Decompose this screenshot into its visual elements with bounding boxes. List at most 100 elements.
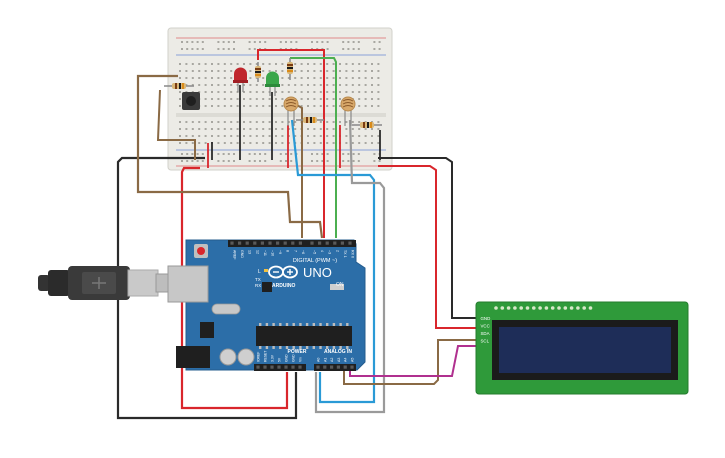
terminal-hole[interactable] <box>332 105 335 107</box>
terminal-hole[interactable] <box>179 63 181 65</box>
terminal-hole[interactable] <box>351 63 354 65</box>
led-green[interactable] <box>265 71 280 97</box>
rail-hole[interactable] <box>248 153 251 155</box>
digital-pin[interactable] <box>348 241 352 245</box>
rail-hole[interactable] <box>347 48 350 50</box>
terminal-hole[interactable] <box>249 70 252 72</box>
rail-hole[interactable] <box>227 153 230 155</box>
terminal-hole[interactable] <box>332 121 335 123</box>
terminal-hole[interactable] <box>358 77 361 79</box>
terminal-hole[interactable] <box>307 142 309 144</box>
terminal-hole[interactable] <box>179 98 181 100</box>
rail-hole[interactable] <box>181 153 183 155</box>
rail-hole[interactable] <box>233 153 235 155</box>
digital-pin[interactable] <box>318 241 322 245</box>
terminal-hole[interactable] <box>191 84 194 86</box>
rail-hole[interactable] <box>290 153 293 155</box>
digital-pin[interactable] <box>268 241 272 245</box>
rail-hole[interactable] <box>342 160 345 162</box>
terminal-hole[interactable] <box>332 70 335 72</box>
lcd-header-hole[interactable] <box>576 306 580 310</box>
terminal-hole[interactable] <box>364 84 367 86</box>
terminal-hole[interactable] <box>249 91 252 93</box>
terminal-hole[interactable] <box>371 77 373 79</box>
terminal-hole[interactable] <box>326 128 329 130</box>
terminal-hole[interactable] <box>185 84 188 86</box>
terminal-hole[interactable] <box>230 128 233 130</box>
lcd-header-hole[interactable] <box>506 306 511 310</box>
rail-hole[interactable] <box>352 48 355 50</box>
terminal-hole[interactable] <box>281 91 284 93</box>
terminal-hole[interactable] <box>326 142 329 144</box>
rail-hole[interactable] <box>248 41 251 43</box>
terminal-hole[interactable] <box>211 105 213 107</box>
terminal-hole[interactable] <box>268 135 271 137</box>
terminal-hole[interactable] <box>255 98 258 100</box>
lcd-header-hole[interactable] <box>557 306 561 310</box>
terminal-hole[interactable] <box>326 91 329 93</box>
rail-hole[interactable] <box>290 160 293 162</box>
rail-hole[interactable] <box>373 160 376 162</box>
rail-hole[interactable] <box>285 153 287 155</box>
power-pin[interactable] <box>277 365 281 369</box>
terminal-hole[interactable] <box>364 70 367 72</box>
terminal-hole[interactable] <box>191 135 194 137</box>
terminal-hole[interactable] <box>294 121 297 123</box>
terminal-hole[interactable] <box>326 84 329 86</box>
terminal-hole[interactable] <box>313 98 316 100</box>
terminal-hole[interactable] <box>204 135 207 137</box>
terminal-hole[interactable] <box>345 128 348 130</box>
terminal-hole[interactable] <box>236 98 239 100</box>
terminal-hole[interactable] <box>300 63 303 65</box>
terminal-hole[interactable] <box>243 84 245 86</box>
rail-hole[interactable] <box>342 153 345 155</box>
digital-pin[interactable] <box>245 241 249 245</box>
lcd-header-hole[interactable] <box>588 306 593 310</box>
terminal-hole[interactable] <box>230 63 233 65</box>
terminal-hole[interactable] <box>287 91 290 93</box>
rail-hole[interactable] <box>186 153 189 155</box>
terminal-hole[interactable] <box>275 121 277 123</box>
terminal-hole[interactable] <box>255 128 258 130</box>
terminal-hole[interactable] <box>236 105 239 107</box>
terminal-hole[interactable] <box>223 105 226 107</box>
terminal-hole[interactable] <box>185 121 188 123</box>
terminal-hole[interactable] <box>262 128 265 130</box>
terminal-hole[interactable] <box>345 70 348 72</box>
terminal-hole[interactable] <box>268 142 271 144</box>
power-pin[interactable] <box>291 365 295 369</box>
resistor-led-green[interactable] <box>287 58 293 80</box>
rail-hole[interactable] <box>253 41 256 43</box>
terminal-hole[interactable] <box>307 128 309 130</box>
rail-hole[interactable] <box>222 48 225 50</box>
terminal-hole[interactable] <box>217 91 220 93</box>
terminal-hole[interactable] <box>345 135 348 137</box>
terminal-hole[interactable] <box>179 91 181 93</box>
rail-hole[interactable] <box>227 160 230 162</box>
terminal-hole[interactable] <box>358 84 361 86</box>
rail-hole[interactable] <box>181 48 183 50</box>
terminal-hole[interactable] <box>377 84 380 86</box>
lcd-header-hole[interactable] <box>500 306 505 310</box>
terminal-hole[interactable] <box>204 121 207 123</box>
terminal-hole[interactable] <box>275 105 277 107</box>
terminal-hole[interactable] <box>230 142 233 144</box>
terminal-hole[interactable] <box>339 121 341 123</box>
terminal-hole[interactable] <box>371 84 373 86</box>
terminal-hole[interactable] <box>275 63 277 65</box>
terminal-hole[interactable] <box>204 105 207 107</box>
wire-magenta-lcd-scl[interactable] <box>349 345 480 377</box>
terminal-hole[interactable] <box>275 142 277 144</box>
terminal-hole[interactable] <box>198 77 201 79</box>
terminal-hole[interactable] <box>358 98 361 100</box>
rail-hole[interactable] <box>248 48 251 50</box>
terminal-hole[interactable] <box>377 63 380 65</box>
rail-hole[interactable] <box>311 160 313 162</box>
rail-hole[interactable] <box>196 153 199 155</box>
terminal-hole[interactable] <box>351 121 354 123</box>
terminal-hole[interactable] <box>262 70 265 72</box>
terminal-hole[interactable] <box>236 128 239 130</box>
terminal-hole[interactable] <box>198 70 201 72</box>
digital-pin[interactable] <box>238 241 242 245</box>
